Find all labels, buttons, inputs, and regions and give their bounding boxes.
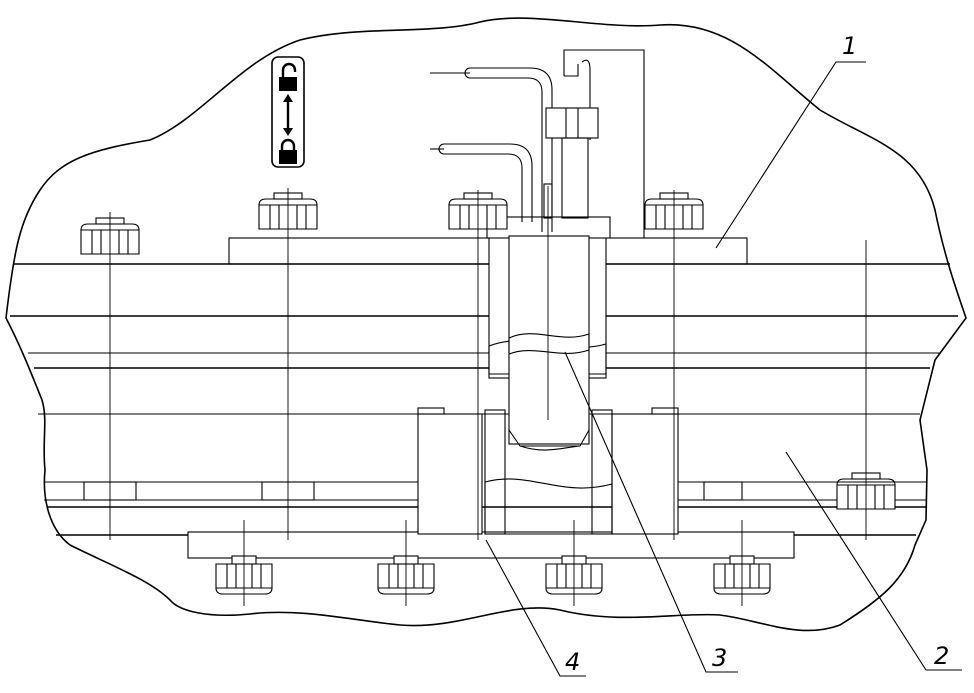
base-body <box>10 263 958 536</box>
break-outline <box>5 17 967 632</box>
handle-assembly <box>430 49 645 238</box>
locking-pin <box>508 235 590 451</box>
callout-1: 1 <box>842 32 857 60</box>
unlocked-padlock-icon <box>279 62 297 91</box>
bottom-plate <box>187 531 795 559</box>
cover-plate <box>228 237 748 265</box>
leader-lines <box>485 61 962 677</box>
double-arrow-icon <box>283 94 293 136</box>
callout-2: 2 <box>934 642 949 670</box>
centerlines <box>109 186 867 606</box>
lock-sign <box>271 56 305 168</box>
callout-3: 3 <box>712 644 727 672</box>
callout-4: 4 <box>565 648 580 676</box>
locked-padlock-icon <box>279 138 297 164</box>
